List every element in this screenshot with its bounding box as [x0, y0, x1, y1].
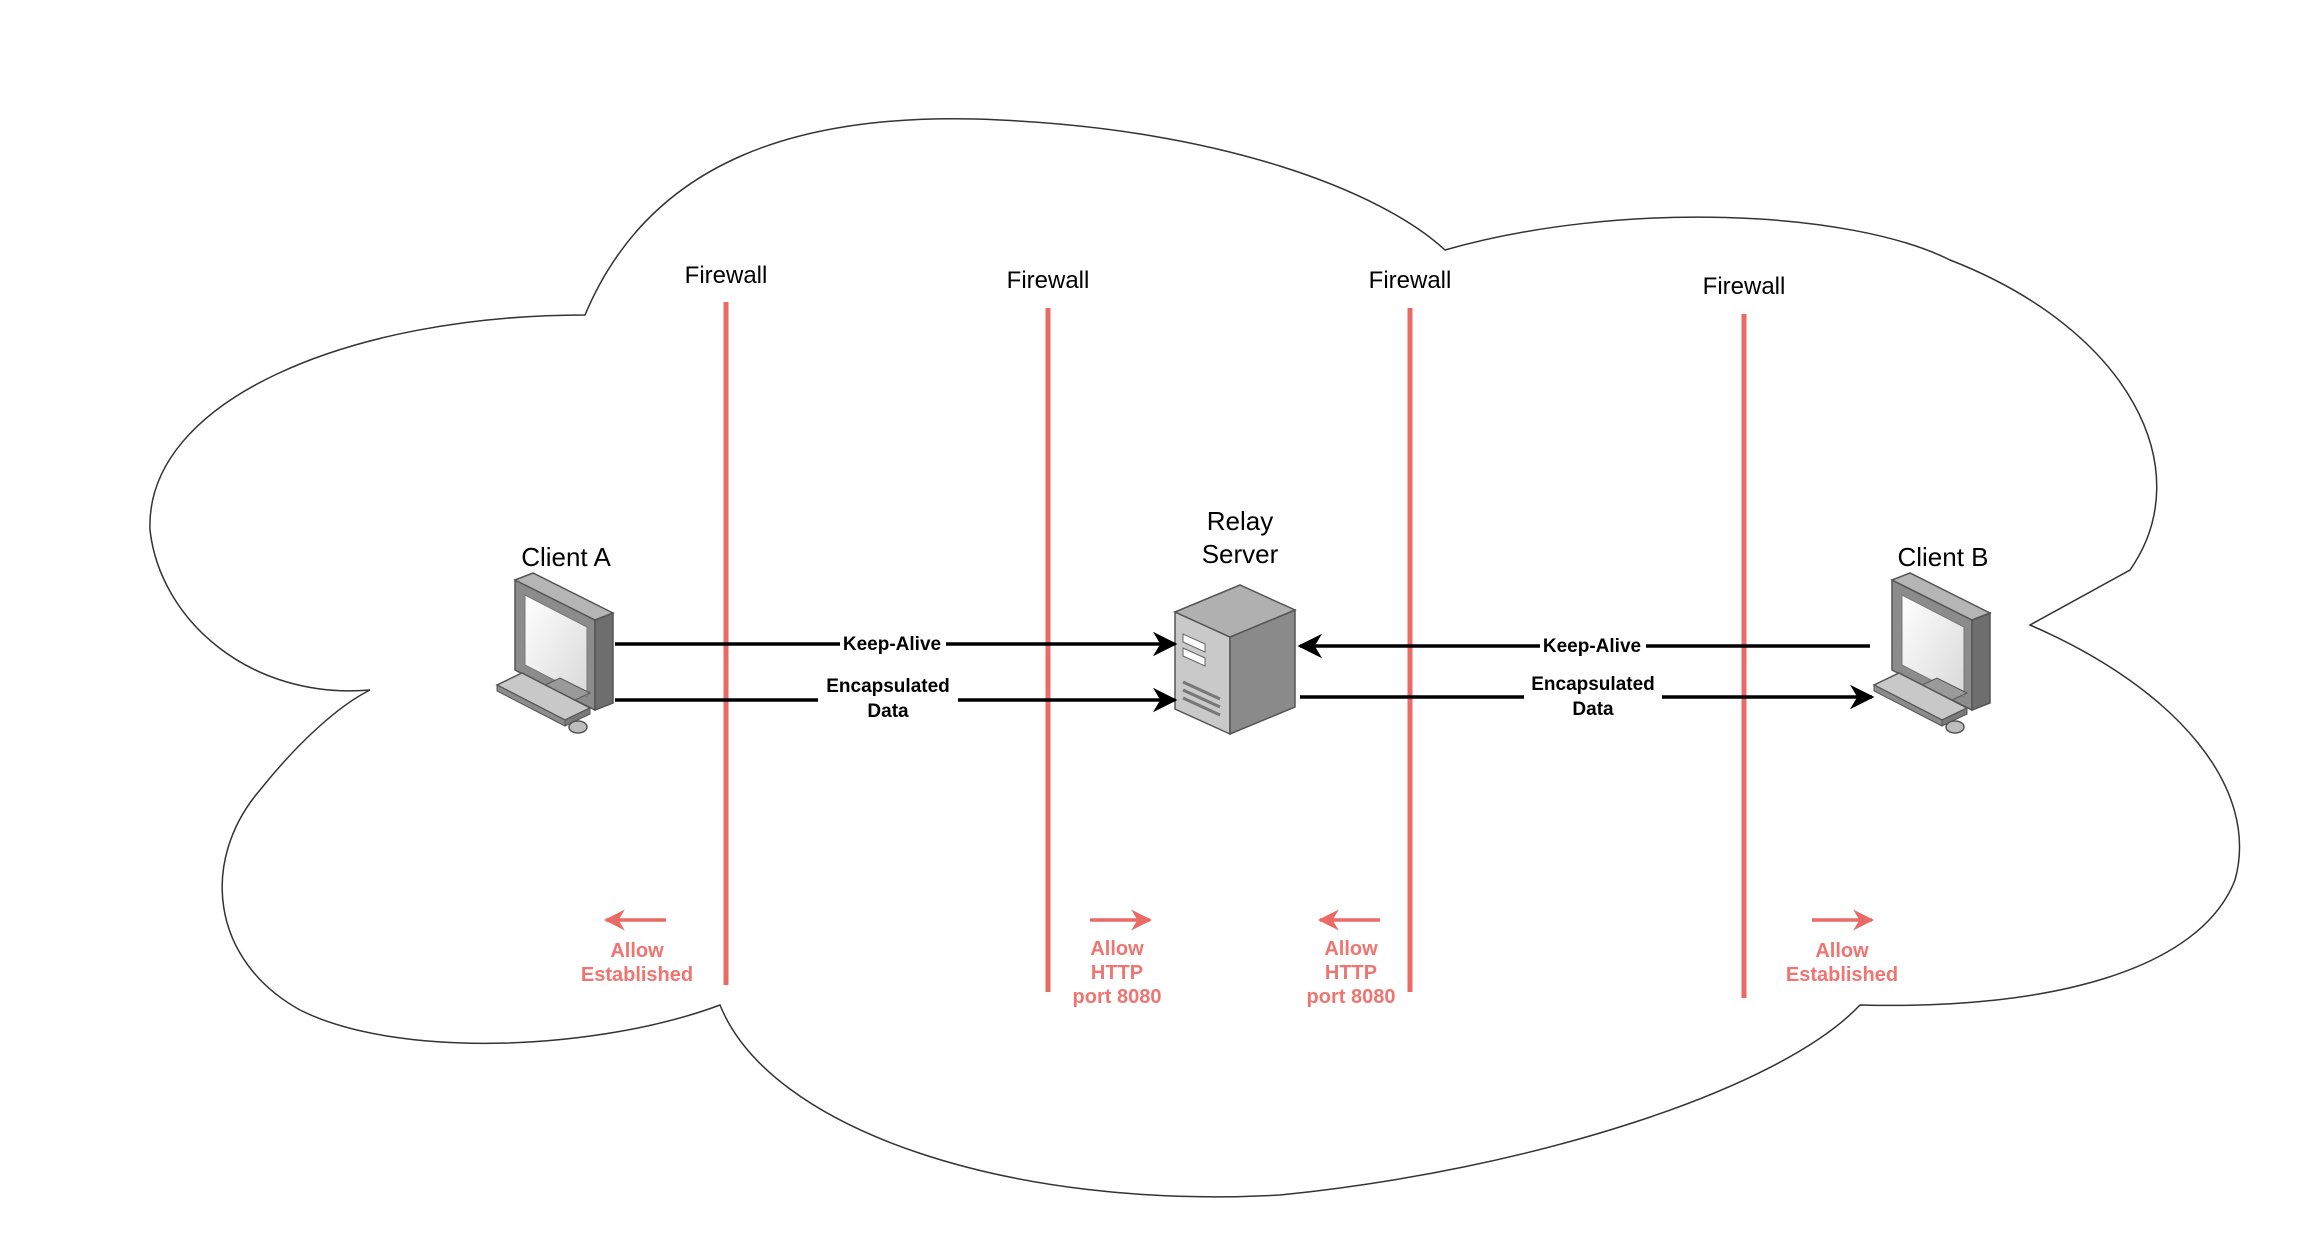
rule-2-line1: Allow — [1090, 938, 1144, 960]
client-a-label: Client A — [521, 542, 611, 572]
edge-left-data-label-line1: Encapsulated — [826, 676, 950, 697]
server-tower-icon — [1173, 584, 1297, 736]
edge-left-keepalive-label: Keep-Alive — [843, 634, 941, 655]
desktop-computer-icon — [495, 572, 615, 734]
edge-right-keepalive-label: Keep-Alive — [1543, 636, 1641, 657]
edge-right-data-label-line2: Data — [1572, 699, 1614, 720]
rule-3-line1: Allow — [1324, 938, 1378, 960]
edge-label-bg — [840, 630, 946, 656]
rule-1-line1: Allow — [610, 940, 664, 962]
client-a-computer — [495, 572, 615, 734]
firewall-label-3: Firewall — [1369, 267, 1452, 294]
rule-1-line2: Established — [581, 964, 693, 986]
edge-left-data-label-line2: Data — [867, 701, 909, 722]
rule-3-line2: HTTP — [1325, 962, 1377, 984]
edge-label-bg — [1524, 670, 1662, 722]
rule-4-line2: Established — [1786, 964, 1898, 986]
edge-label-bg — [818, 672, 958, 724]
relay-label-line2: Server — [1202, 539, 1279, 569]
edge-right-data-label-line1: Encapsulated — [1531, 674, 1655, 695]
edge-label-bg — [1540, 632, 1646, 658]
rule-2-line3: port 8080 — [1073, 986, 1162, 1008]
firewall-label-2: Firewall — [1007, 267, 1090, 294]
relay-label-line1: Relay — [1207, 506, 1273, 536]
relay-server — [1173, 584, 1297, 736]
client-b-label: Client B — [1897, 542, 1988, 572]
firewall-label-4: Firewall — [1703, 273, 1786, 300]
rule-3-line3: port 8080 — [1307, 986, 1396, 1008]
rule-4-line1: Allow — [1815, 940, 1869, 962]
rule-2-line2: HTTP — [1091, 962, 1143, 984]
client-b-computer — [1872, 572, 1992, 734]
desktop-computer-icon — [1872, 572, 1992, 734]
firewall-label-1: Firewall — [685, 262, 768, 289]
